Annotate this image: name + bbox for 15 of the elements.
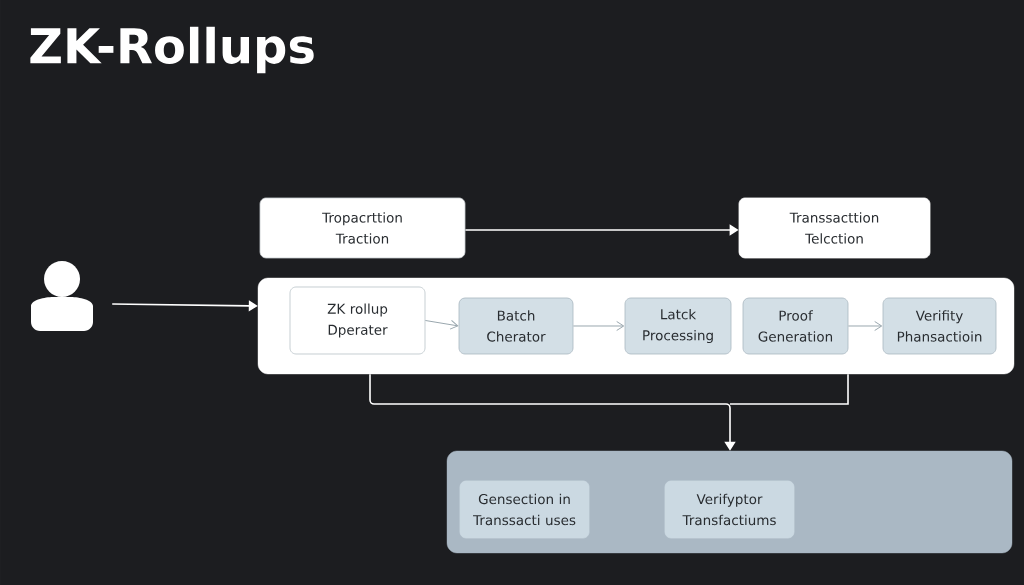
arrow [369,373,849,451]
process-box: Verifity Phansactioin [882,297,997,355]
process-box: Transsacttion Telcction [738,197,931,259]
person-icon [31,261,93,331]
process-box: Proof Generation [742,297,849,355]
process-box: Tropacrttion Traction [259,197,466,259]
arrow [847,321,883,331]
process-box: Verifyptor Transfactiums [664,480,795,539]
process-box: Batch Cherator [458,297,574,355]
title: ZK-Rollups [30,26,314,74]
arrow [572,321,625,331]
process-box: Gensection in Transsacti uses [459,480,590,539]
process-box: Latck Processing [624,297,732,355]
process-box: ZK rollup Dperater [289,286,426,355]
arrow [424,319,459,330]
